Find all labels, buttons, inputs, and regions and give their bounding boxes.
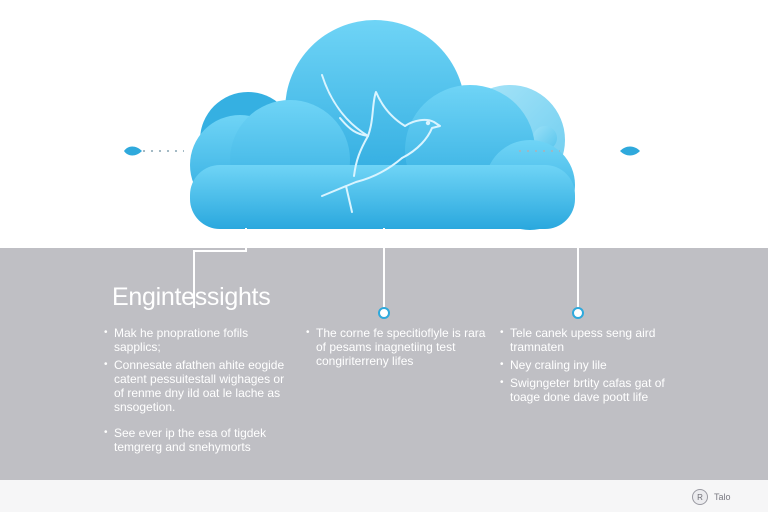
insight-column: Tele canek upess seng aird tramnaten Ney… xyxy=(500,326,690,408)
brand-logo-icon: R xyxy=(692,489,708,505)
list-item: Tele canek upess seng aird tramnaten xyxy=(500,326,690,354)
brand: R Talo xyxy=(692,489,731,505)
dove-icon xyxy=(321,74,441,213)
list-item: Swigngeter brtity cafas gat of toage don… xyxy=(500,376,690,404)
list-item: See ever ip the esa of tigdek temgrerg a… xyxy=(104,426,289,454)
left-dotted-line xyxy=(140,150,184,152)
brand-name: Talo xyxy=(714,492,731,502)
connector-line xyxy=(383,228,385,308)
list-item: Connesate afathen ahite eogide catent pe… xyxy=(104,358,289,414)
footer xyxy=(0,480,768,512)
connector-line xyxy=(193,250,246,252)
list-item: Mak he pnopratione fofils sapplics; xyxy=(104,326,289,354)
cloud-icon xyxy=(190,20,575,230)
insight-column: The corne fe specitioflyle is rara of pe… xyxy=(306,326,486,372)
connector-line xyxy=(577,228,579,308)
panel-title: Engintessights xyxy=(112,283,271,311)
list-item: The corne fe specitioflyle is rara of pe… xyxy=(306,326,486,368)
insight-column: Mak he pnopratione fofils sapplics; Conn… xyxy=(104,326,289,458)
list-item: Ney craling iny lile xyxy=(500,358,690,372)
right-dotted-line xyxy=(516,150,560,152)
connector-node xyxy=(378,307,390,319)
connector-line xyxy=(193,250,195,308)
connector-line xyxy=(245,228,247,252)
connector-node xyxy=(572,307,584,319)
